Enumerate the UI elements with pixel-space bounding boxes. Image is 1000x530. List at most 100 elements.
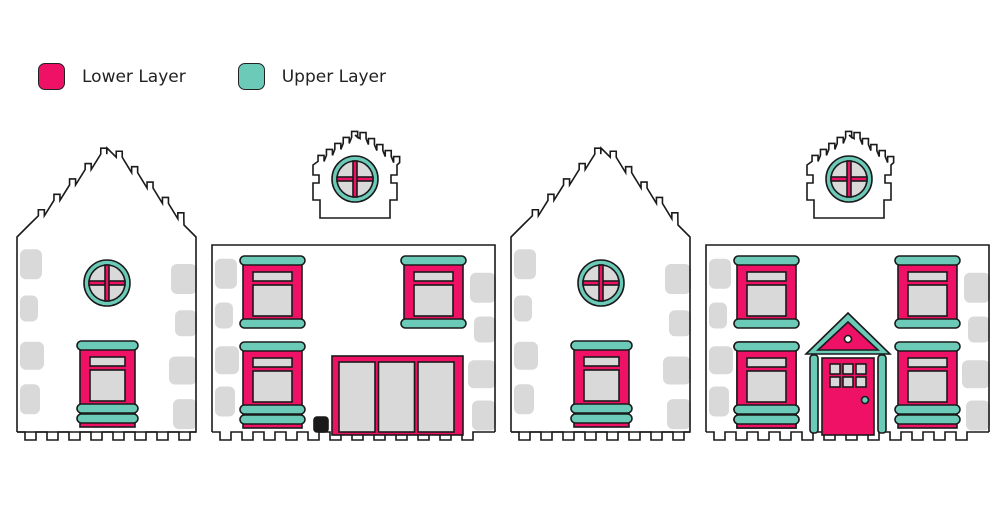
door-pane <box>842 363 854 375</box>
window-cross-bar <box>104 264 110 302</box>
stone <box>966 400 990 431</box>
gable-outline <box>16 146 197 433</box>
door-pane <box>855 363 867 375</box>
gable-wall <box>510 146 691 441</box>
porch-column <box>877 354 887 434</box>
window-cross-bar <box>598 264 604 302</box>
window-sill <box>239 414 306 425</box>
tab-edge <box>511 431 690 441</box>
stone <box>215 302 233 329</box>
stone <box>709 386 729 417</box>
legend: Lower Layer Upper Layer <box>38 63 438 90</box>
round-window <box>577 259 625 307</box>
door-pane <box>855 376 867 388</box>
window-sill <box>894 404 961 415</box>
window-sill <box>733 341 800 352</box>
window <box>239 341 306 429</box>
window-pane <box>413 284 454 317</box>
tab-edge <box>17 431 196 441</box>
stone <box>472 400 496 431</box>
lower-layer-swatch <box>38 63 65 90</box>
door-porch <box>804 311 892 436</box>
stone <box>514 295 532 322</box>
window-transom-pane <box>252 271 293 282</box>
window-transom-pane <box>252 357 293 368</box>
stone <box>665 264 691 295</box>
stone <box>667 399 691 430</box>
window-sill <box>400 318 467 329</box>
patio-door-pane <box>377 361 416 433</box>
window-sill <box>733 255 800 266</box>
window-pane <box>907 370 948 403</box>
window-sill <box>894 255 961 266</box>
window-sill <box>239 255 306 266</box>
window-cross-bar <box>352 160 358 198</box>
facade-outline <box>211 244 496 432</box>
window-pane <box>583 369 620 402</box>
window <box>570 340 633 428</box>
stone <box>709 346 733 375</box>
window-sill <box>570 340 633 351</box>
porch-vent <box>843 334 853 344</box>
stone <box>470 272 496 303</box>
window-sill <box>894 341 961 352</box>
door-pane <box>829 363 841 375</box>
window-transom-pane <box>413 271 454 282</box>
window-sill <box>733 318 800 329</box>
window <box>894 255 961 329</box>
window-cross-bar <box>846 160 852 198</box>
window <box>894 341 961 429</box>
stone <box>468 360 496 389</box>
patio-door-pane <box>417 361 455 433</box>
window <box>239 255 306 329</box>
stone <box>169 356 197 385</box>
facade-outline <box>705 244 990 432</box>
stone <box>173 399 197 430</box>
stone <box>215 346 239 375</box>
rear-facade <box>211 244 496 441</box>
window-transom-pane <box>89 356 126 367</box>
stone <box>669 310 691 337</box>
round-window <box>83 259 131 307</box>
legend-item-upper-layer: Upper Layer <box>237 63 386 90</box>
window-pane <box>252 284 293 317</box>
stone <box>962 360 990 389</box>
window <box>733 255 800 329</box>
window-transom-pane <box>907 271 948 282</box>
stone <box>968 316 990 343</box>
dormer <box>806 130 895 219</box>
window-transom-pane <box>907 357 948 368</box>
gable-outline <box>510 146 691 433</box>
window-sill <box>894 414 961 425</box>
patio-door-pane <box>338 361 376 433</box>
window <box>400 255 467 329</box>
stone <box>514 341 538 370</box>
door-pane <box>829 376 841 388</box>
vent-block <box>313 416 329 433</box>
window-sill <box>570 403 633 414</box>
window-sill <box>894 318 961 329</box>
window-sill <box>570 413 633 424</box>
window <box>76 340 139 428</box>
stone <box>215 258 237 289</box>
window-transom-pane <box>746 357 787 368</box>
legend-item-lower-layer: Lower Layer <box>38 63 186 90</box>
window-sill <box>733 414 800 425</box>
window-transom-pane <box>746 271 787 282</box>
window-sill <box>400 255 467 266</box>
door-knob <box>860 395 870 405</box>
window-pane <box>89 369 126 402</box>
window-sill <box>76 403 139 414</box>
round-window <box>825 155 873 203</box>
round-window <box>331 155 379 203</box>
door-pane <box>842 376 854 388</box>
stone <box>20 249 42 280</box>
window-sill <box>76 413 139 424</box>
porch-column <box>809 354 819 434</box>
upper-layer-swatch <box>237 63 265 90</box>
window-sill <box>239 341 306 352</box>
window-sill <box>239 404 306 415</box>
stone <box>709 302 727 329</box>
stone <box>474 316 496 343</box>
stone <box>964 272 990 303</box>
